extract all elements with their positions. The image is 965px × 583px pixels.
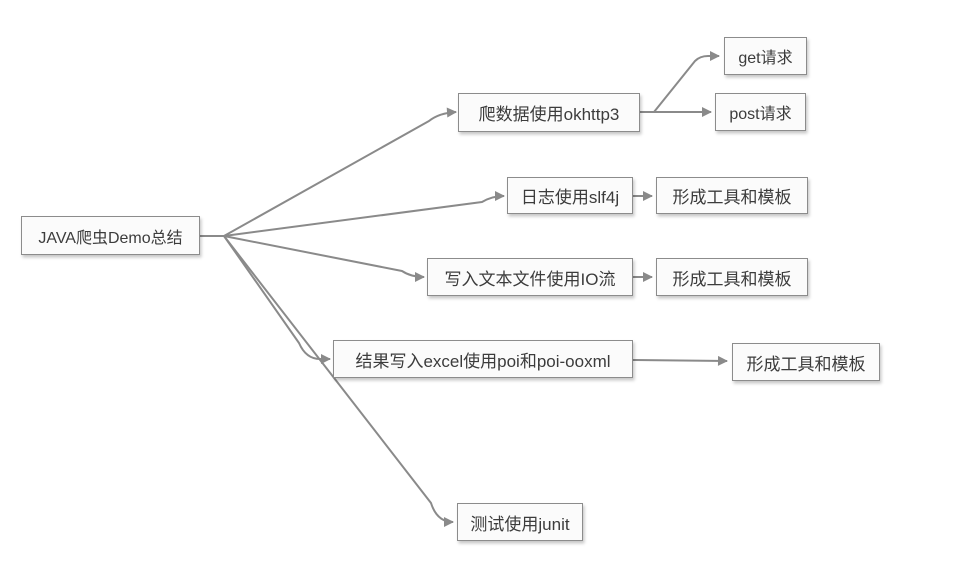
connector-root-to-io <box>223 235 425 282</box>
node-logging-slf4j[interactable]: 日志使用slf4j <box>507 177 633 214</box>
connector-root-to-logging <box>223 191 505 237</box>
node-logging-template[interactable]: 形成工具和模板 <box>656 177 808 214</box>
node-post-request[interactable]: post请求 <box>715 93 806 131</box>
node-root[interactable]: JAVA爬虫Demo总结 <box>21 216 200 255</box>
connector-root-to-test <box>223 235 454 527</box>
connector-root-to-excel <box>223 235 331 364</box>
connector-root-to-crawl <box>223 107 457 237</box>
node-text-file-io[interactable]: 写入文本文件使用IO流 <box>427 258 633 296</box>
connector-excel-to-template <box>632 355 728 366</box>
node-excel-poi[interactable]: 结果写入excel使用poi和poi-ooxml <box>333 340 633 378</box>
connector-crawl-to-get <box>640 51 720 113</box>
node-text-file-template[interactable]: 形成工具和模板 <box>656 258 808 296</box>
node-crawl-data-okhttp3[interactable]: 爬数据使用okhttp3 <box>458 93 640 132</box>
node-get-request[interactable]: get请求 <box>724 37 807 75</box>
node-excel-template[interactable]: 形成工具和模板 <box>732 343 880 381</box>
node-testing-junit[interactable]: 测试使用junit <box>457 503 583 541</box>
